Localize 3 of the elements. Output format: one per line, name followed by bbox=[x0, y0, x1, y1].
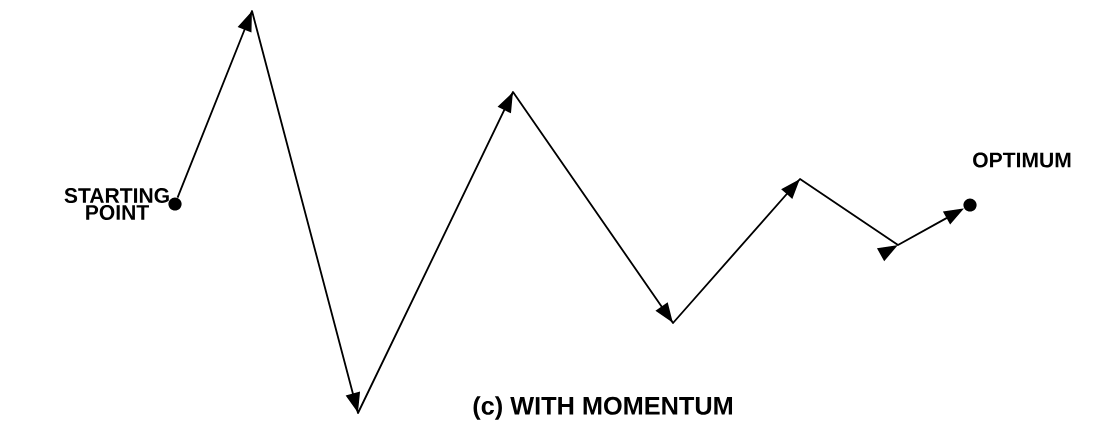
point-label: STARTING POINT bbox=[64, 188, 169, 220]
point-label: OPTIMUM bbox=[973, 152, 1071, 168]
caption: (c) WITH MOMENTUM bbox=[473, 396, 732, 420]
